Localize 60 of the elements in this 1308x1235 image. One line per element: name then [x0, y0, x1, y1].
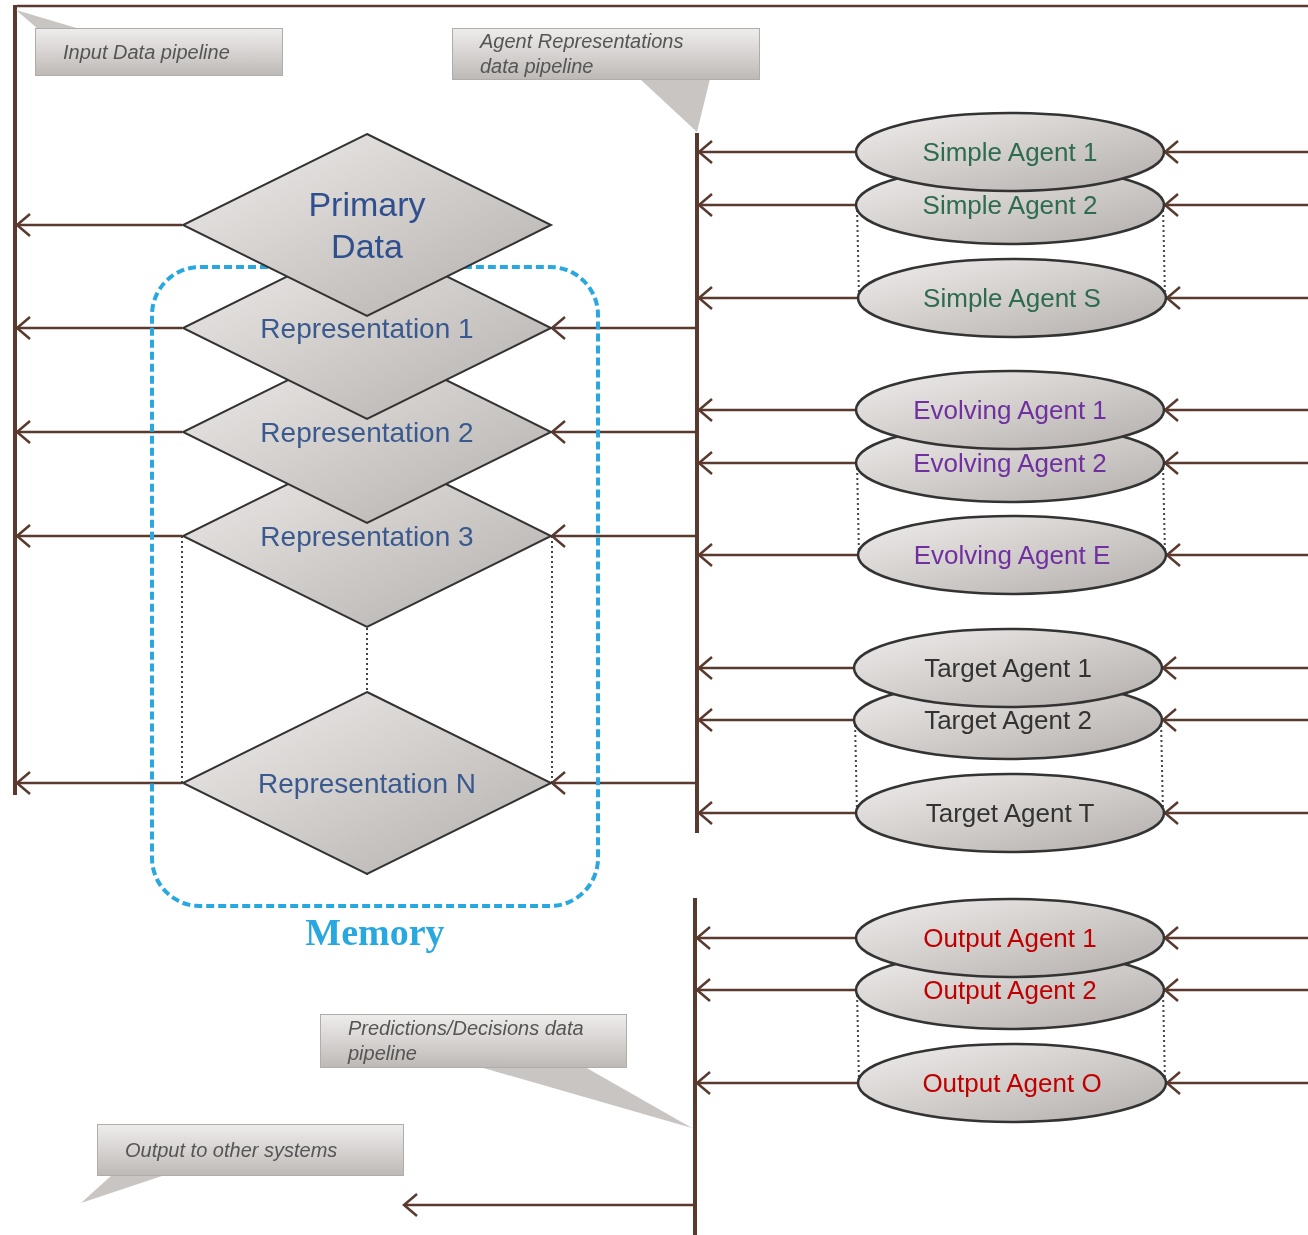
- connector-arrow: [1165, 1070, 1308, 1096]
- connector-arrow: [697, 397, 855, 423]
- node-label: Target Agent 2: [924, 703, 1092, 737]
- node-label: Target Agent 1: [924, 651, 1092, 685]
- connector-arrow: [550, 315, 695, 341]
- node-label: Simple Agent 1: [922, 135, 1098, 169]
- connector-arrow: [697, 192, 855, 218]
- node-label: Evolving Agent 1: [913, 393, 1107, 427]
- connector-arrow: [1165, 542, 1308, 568]
- group-label: Memory: [304, 910, 446, 954]
- connector-arrow: [695, 1070, 857, 1096]
- callout-text: Predictions/Decisions data pipeline: [348, 1016, 585, 1066]
- node-label: Simple Agent 2: [922, 188, 1098, 222]
- connector-arrow: [15, 523, 182, 549]
- connector-arrow: [697, 139, 855, 165]
- pipeline-bar: [13, 5, 17, 795]
- callout-text: Output to other systems: [125, 1137, 338, 1163]
- connector-arrow: [697, 655, 853, 681]
- node-label: Simple Agent S: [923, 281, 1101, 315]
- node-label: Evolving Agent E: [913, 538, 1111, 572]
- connector-arrow: [1163, 800, 1308, 826]
- callout-text: Input Data pipeline: [63, 39, 230, 65]
- connector-arrow: [1165, 285, 1308, 311]
- node-label: Evolving Agent 2: [913, 446, 1107, 480]
- connector-arrow: [697, 450, 855, 476]
- connector-arrow: [1161, 707, 1308, 733]
- connector-arrow: [15, 770, 182, 796]
- connector-arrow: [1163, 977, 1308, 1003]
- connector-arrow: [15, 315, 182, 341]
- connector-line: [17, 4, 1308, 8]
- connector-arrow: [1161, 655, 1308, 681]
- node-label: Output Agent 1: [923, 921, 1097, 955]
- connector-arrow: [697, 542, 857, 568]
- connector-arrow: [550, 419, 695, 445]
- connector-arrow: [15, 212, 182, 238]
- callout-text: Agent Representations data pipeline: [480, 29, 685, 79]
- connector-arrow: [550, 770, 695, 796]
- connector-arrow: [697, 707, 853, 733]
- connector-arrow: [1163, 925, 1308, 951]
- node-label: Representation 1: [260, 311, 474, 346]
- node-label: Representation 2: [260, 415, 474, 450]
- connector-arrow: [695, 977, 855, 1003]
- connector-arrow: [1163, 139, 1308, 165]
- node-label: Primary Data: [307, 183, 427, 267]
- pipeline-bar: [695, 133, 699, 833]
- connector-arrow: [1163, 450, 1308, 476]
- connector-arrow: [1163, 192, 1308, 218]
- connector-arrow: [402, 1192, 693, 1218]
- node-label: Target Agent T: [925, 796, 1095, 830]
- connector-arrow: [697, 800, 855, 826]
- pipeline-bar: [693, 898, 697, 1235]
- connector-arrow: [550, 523, 695, 549]
- node-label: Representation 3: [260, 519, 474, 554]
- connector-arrow: [1163, 397, 1308, 423]
- node-label: Representation N: [258, 766, 476, 801]
- node-label: Output Agent O: [922, 1066, 1102, 1100]
- node-label: Output Agent 2: [923, 973, 1097, 1007]
- connector-arrow: [695, 925, 855, 951]
- connector-arrow: [697, 285, 857, 311]
- connector-arrow: [15, 419, 182, 445]
